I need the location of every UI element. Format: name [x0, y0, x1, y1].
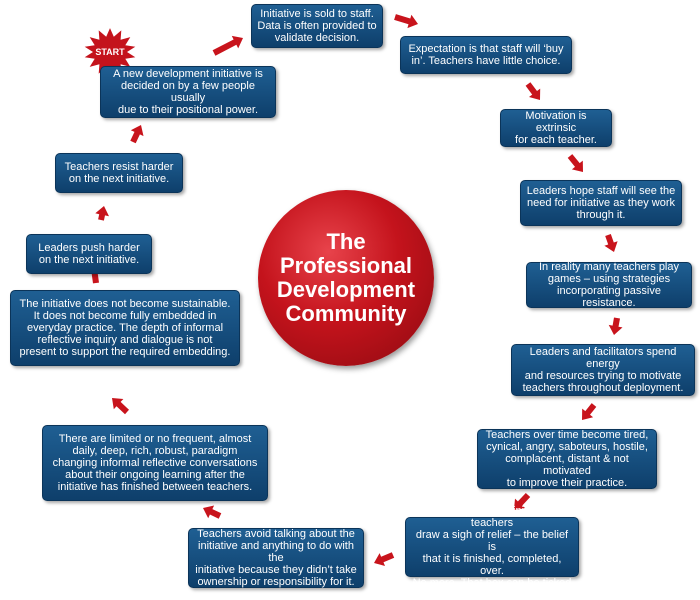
step-4-text: Motivation is extrinsic for each teacher…	[515, 110, 597, 146]
step-11-box: There are limited or no frequent, almost…	[42, 425, 268, 501]
start-starburst-icon	[84, 28, 136, 76]
step-14-text: Teachers resist harder on the next initi…	[64, 161, 174, 185]
step-2-text: Initiative is sold to staff. Data is oft…	[257, 8, 377, 44]
step-3-box: Expectation is that staff will ‘buy in’.…	[400, 36, 572, 74]
arrow-7	[582, 403, 597, 420]
step-2-box: Initiative is sold to staff. Data is oft…	[251, 4, 383, 48]
step-9-box: At completion of initiative teachers dra…	[405, 505, 579, 589]
arrow-2	[394, 14, 418, 29]
step-5-box: Leaders hope staff will see the need for…	[520, 180, 682, 226]
step-5-text: Leaders hope staff will see the need for…	[526, 185, 676, 221]
arrow-1	[212, 35, 243, 56]
arrow-3	[525, 82, 541, 100]
step-13-text: Leaders push harder on the next initiati…	[38, 242, 140, 266]
step-3-text: Expectation is that staff will ‘buy in’.…	[408, 43, 564, 67]
step-1-text: A new development initiative is decided …	[113, 68, 263, 116]
step-9-text: At completion of initiative teachers dra…	[412, 505, 572, 589]
step-6-text: In reality many teachers play games – us…	[538, 261, 679, 309]
step-6-box: In reality many teachers play games – us…	[526, 261, 692, 309]
step-4-box: Motivation is extrinsic for each teacher…	[500, 109, 612, 147]
arrow-8	[514, 493, 531, 510]
start-starburst-shape	[84, 28, 136, 76]
arrow-13	[95, 206, 109, 221]
step-12-text: The initiative does not become sustainab…	[19, 298, 231, 358]
arrow-4	[567, 154, 583, 172]
step-7-box: Leaders and facilitators spend energy an…	[511, 344, 695, 396]
arrow-10	[203, 505, 222, 519]
step-10-box: Teachers avoid talking about the initiat…	[188, 528, 364, 588]
arrow-11	[112, 398, 129, 415]
step-11-text: There are limited or no frequent, almost…	[52, 433, 258, 493]
step-8-text: Teachers over time become tired, cynical…	[485, 429, 649, 489]
arrow-5	[604, 234, 618, 252]
step-1-box: A new development initiative is decided …	[100, 66, 276, 118]
step-14-box: Teachers resist harder on the next initi…	[55, 153, 183, 193]
center-circle: The Professional Development Community	[258, 190, 434, 366]
step-7-text: Leaders and facilitators spend energy an…	[522, 346, 684, 394]
arrow-14	[130, 125, 144, 144]
step-13-box: Leaders push harder on the next initiati…	[26, 234, 152, 274]
center-title: The Professional Development Community	[276, 229, 416, 326]
arrow-9	[374, 552, 395, 566]
step-8-box: Teachers over time become tired, cynical…	[477, 429, 657, 489]
arrow-6	[608, 317, 623, 335]
step-10-text: Teachers avoid talking about the initiat…	[195, 528, 357, 588]
start-label: START	[95, 47, 125, 57]
step-12-box: The initiative does not become sustainab…	[10, 290, 240, 366]
